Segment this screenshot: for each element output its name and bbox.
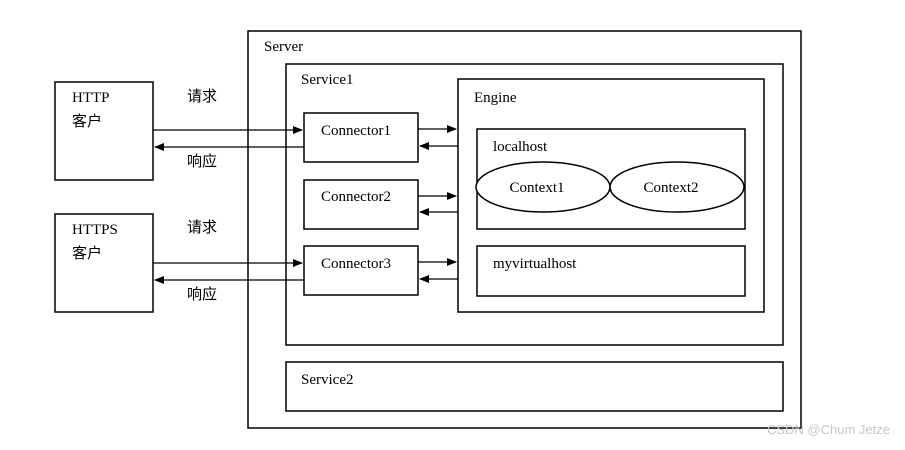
- http-client-label-line1: HTTP: [72, 90, 110, 106]
- http-response-label: 响应: [187, 152, 217, 170]
- http-client-box: [54, 81, 154, 181]
- https-request-label: 请求: [187, 219, 217, 236]
- myvirtualhost-box: [476, 245, 746, 297]
- context2-label: Context2: [644, 180, 699, 196]
- connector2-box: [303, 179, 419, 230]
- http-client-label-line2: 客户: [72, 113, 102, 130]
- service2-box: [285, 361, 784, 412]
- server-label: Server: [264, 39, 303, 55]
- engine-label: Engine: [474, 90, 517, 106]
- watermark-text: CSDN @Chum Jetze: [767, 422, 890, 437]
- connector1-box: [303, 112, 419, 163]
- http-request-label: 请求: [187, 88, 217, 105]
- localhost-label: localhost: [493, 139, 548, 155]
- connector3-label: Connector3: [321, 256, 391, 272]
- https-client-box: [54, 213, 154, 313]
- https-client-label-line1: HTTPS: [72, 222, 118, 238]
- https-response-label: 响应: [187, 285, 217, 303]
- context1-label: Context1: [510, 180, 565, 196]
- connector3-box: [303, 245, 419, 296]
- context2-ellipse: [609, 161, 745, 213]
- connector2-label: Connector2: [321, 189, 391, 205]
- connector1-label: Connector1: [321, 123, 391, 139]
- service2-label: Service2: [301, 372, 353, 388]
- myvirtualhost-label: myvirtualhost: [493, 256, 577, 272]
- service1-label: Service1: [301, 72, 353, 88]
- https-client-label-line2: 客户: [72, 245, 102, 262]
